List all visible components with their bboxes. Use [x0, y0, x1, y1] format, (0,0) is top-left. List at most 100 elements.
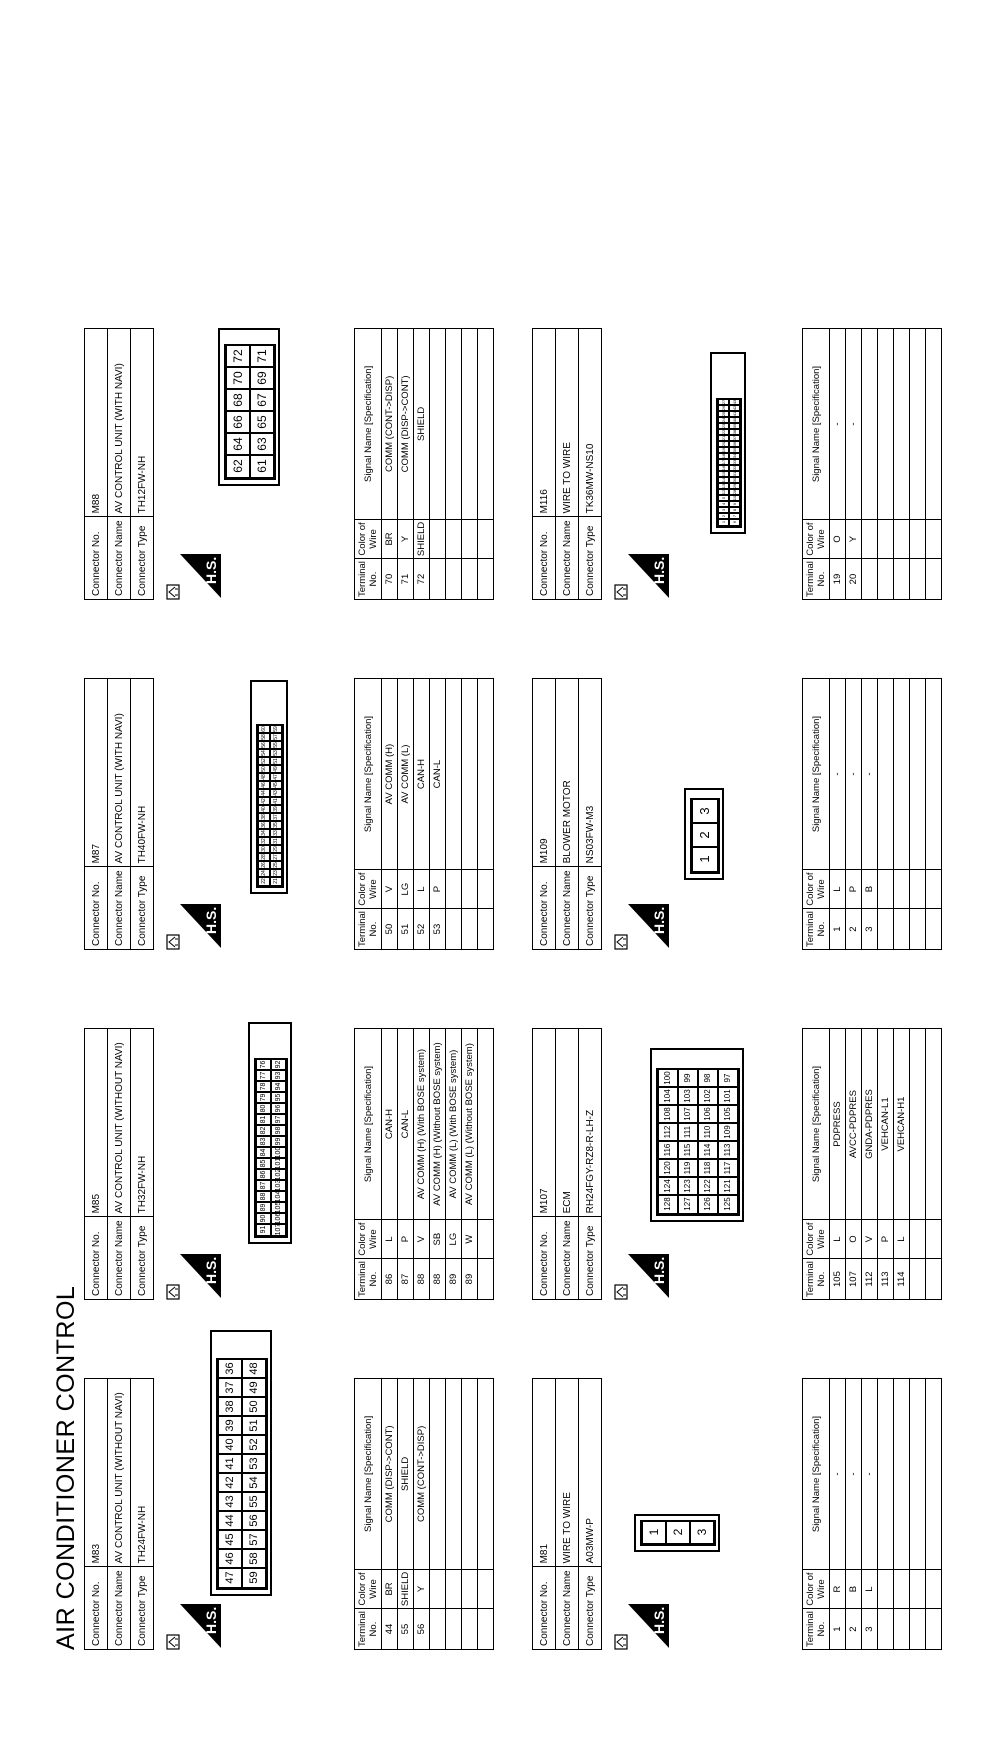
terminal-row: 52 L CAN-H: [413, 678, 430, 950]
signal-name: PDPRESS: [829, 1028, 846, 1220]
terminal-table: Terminal No. Color of Wire Signal Name […: [354, 678, 494, 950]
wire-color: L: [413, 869, 430, 909]
color-header: Color of Wire: [802, 1569, 830, 1609]
connector-name: WIRE TO WIRE: [555, 328, 579, 517]
connector-pin: 55: [242, 1491, 266, 1512]
terminal-no-header: Terminal No.: [802, 1608, 830, 1650]
connector-name: WIRE TO WIRE: [555, 1378, 579, 1567]
terminal-row: 112 V GNDA-PDPRES: [861, 1028, 878, 1300]
signal-header: Signal Name [Specification]: [354, 328, 382, 520]
connector-block: Connector No. M81 Connector Name WIRE TO…: [532, 1378, 942, 1650]
terminal-no: 89: [461, 1258, 478, 1300]
wire-color: L: [829, 869, 846, 909]
connector-pin: 66: [226, 410, 250, 434]
terminal-row: 89 LG AV COMM (L) (With BOSE system): [445, 1028, 462, 1300]
terminal-no: 89: [445, 1258, 462, 1300]
connector-info-table: Connector No. M81 Connector Name WIRE TO…: [532, 1378, 602, 1650]
connector-pin: 71: [250, 344, 274, 368]
connector-pin: 41: [218, 1453, 242, 1474]
connector-pin: 76: [256, 1058, 271, 1071]
wire-color: LG: [397, 869, 414, 909]
connector-pin: 109: [718, 1122, 738, 1142]
terminal-no: 88: [429, 1258, 446, 1300]
signal-name: COMM (DISP->CONT): [397, 328, 414, 520]
terminal-table: Terminal No. Color of Wire Signal Name […: [354, 1028, 494, 1300]
connector-block: Connector No. M107 Connector Name ECM Co…: [532, 1028, 942, 1300]
connector-pin: 125: [718, 1194, 738, 1214]
connector-no: M83: [84, 1378, 108, 1567]
terminal-no: 72: [413, 558, 430, 600]
connector-name: BLOWER MOTOR: [555, 678, 579, 867]
terminal-table: Terminal No. Color of Wire Signal Name […: [802, 328, 942, 600]
hs-label: H.S.: [203, 1257, 219, 1284]
connector-pin: 122: [698, 1176, 718, 1196]
connector-info-table: Connector No. M109 Connector Name BLOWER…: [532, 678, 602, 950]
terminal-no-header: Terminal No.: [354, 1608, 382, 1650]
connector-pin: 105: [718, 1104, 738, 1124]
terminal-no: 88: [413, 1258, 430, 1300]
signal-name: AV COMM (H): [381, 678, 398, 870]
terminal-row: 86 L CAN-H: [381, 1028, 398, 1300]
connector-pin: 123: [678, 1176, 698, 1196]
hs-label: H.S.: [203, 907, 219, 934]
connector-pin: 43: [218, 1491, 242, 1512]
connector-pin: 115: [678, 1140, 698, 1160]
connector-pin: 57: [242, 1529, 266, 1550]
color-header: Color of Wire: [354, 869, 382, 909]
terminal-no: 86: [381, 1258, 398, 1300]
terminal-row: 105 L PDPRESS: [829, 1028, 846, 1300]
connector-type: TK36MW-NS10: [578, 328, 602, 517]
terminal-table: Terminal No. Color of Wire Signal Name […: [802, 1028, 942, 1300]
connector-block: Connector No. M85 Connector Name AV CONT…: [84, 1022, 494, 1300]
terminal-no: 105: [829, 1258, 846, 1300]
harness-side-icon: H.S.: [614, 544, 670, 600]
wire-color: Y: [413, 1569, 430, 1609]
signal-name: -: [861, 1378, 878, 1570]
connector-pin: 56: [242, 1510, 266, 1531]
terminal-row: 3 B -: [861, 678, 878, 950]
signal-name: CAN-L: [429, 678, 446, 870]
terminal-no: 19: [829, 558, 846, 600]
connector-no-label: Connector No.: [532, 866, 556, 950]
connector-name-label: Connector Name: [107, 1566, 131, 1650]
signal-name: CAN-H: [381, 1028, 398, 1220]
connector-pin: 118: [698, 1158, 718, 1178]
connector-no-label: Connector No.: [84, 1216, 108, 1300]
terminal-row: 107 O AVCC-PDPRES: [845, 1028, 862, 1300]
connector-type-label: Connector Type: [130, 866, 154, 950]
connector-pin: 60: [258, 724, 270, 734]
connector-pin: 124: [658, 1176, 678, 1196]
connector-pin: 128: [658, 1194, 678, 1214]
connector-pin: 110: [698, 1122, 718, 1142]
wire-color: P: [429, 869, 446, 909]
wire-color: P: [877, 1219, 894, 1259]
wire-color: W: [461, 1219, 478, 1259]
signal-name: COMM (CONT->DISP): [413, 1378, 430, 1570]
wire-color: P: [397, 1219, 414, 1259]
signal-name: AV COMM (L): [397, 678, 414, 870]
connector-pin: 107: [678, 1104, 698, 1124]
signal-name: SHIELD: [397, 1378, 414, 1570]
terminal-no-header: Terminal No.: [802, 908, 830, 950]
wire-color: R: [829, 1569, 846, 1609]
connector-pin: 63: [250, 432, 274, 456]
connector-no: M116: [532, 328, 556, 517]
connector-no: M88: [84, 328, 108, 517]
connector-type-label: Connector Type: [130, 516, 154, 600]
terminal-table: Terminal No. Color of Wire Signal Name […: [802, 678, 942, 950]
terminal-no: 3: [861, 1608, 878, 1650]
connector-pin: 100: [658, 1068, 678, 1088]
terminal-row: 44 BR COMM (DISP->CONT): [381, 1378, 398, 1650]
connector-pin: 45: [218, 1529, 242, 1550]
terminal-row: 70 BR COMM (CONT->DISP): [381, 328, 398, 600]
hs-label: H.S.: [203, 557, 219, 584]
wire-color: Y: [845, 519, 862, 559]
signal-header: Signal Name [Specification]: [354, 1378, 382, 1570]
connector-pin: 51: [242, 1415, 266, 1436]
terminal-no: 2: [845, 1608, 862, 1650]
